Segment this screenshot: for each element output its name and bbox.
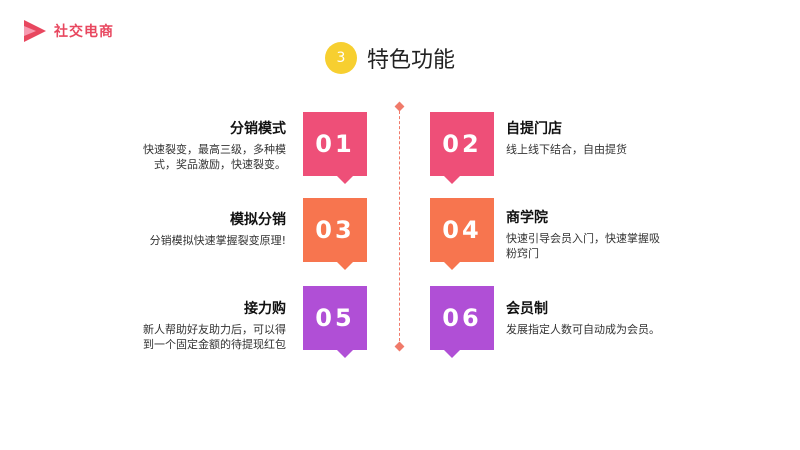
feature-number-box-01: 01 bbox=[303, 112, 367, 184]
feature-title: 商学院 bbox=[506, 210, 548, 226]
section-title: 特色功能 bbox=[367, 48, 456, 73]
feature-number-box-06: 06 bbox=[430, 286, 494, 358]
feature-item-06: 会员制 发展指定人数可自动成为会员。 bbox=[506, 298, 666, 337]
box-pointer bbox=[444, 176, 460, 184]
feature-number-box-02: 02 bbox=[430, 112, 494, 184]
feature-title: 接力购 bbox=[244, 301, 286, 317]
box-pointer bbox=[337, 350, 353, 358]
feature-number-box-04: 04 bbox=[430, 198, 494, 270]
box-pointer bbox=[337, 262, 353, 270]
box-pointer bbox=[444, 350, 460, 358]
feature-desc: 分销模拟快速掌握裂变原理! bbox=[149, 234, 286, 247]
feature-item-03: 模拟分销 分销模拟快速掌握裂变原理! bbox=[136, 209, 286, 248]
divider-top-dot bbox=[394, 101, 405, 112]
feature-number: 06 bbox=[442, 304, 482, 332]
feature-number: 01 bbox=[315, 130, 355, 158]
feature-title: 分销模式 bbox=[230, 121, 286, 137]
feature-number-box-03: 03 bbox=[303, 198, 367, 270]
brand-name: 社交电商 bbox=[54, 24, 114, 40]
feature-desc: 新人帮助好友助力后，可以得到一个固定金额的待提现红包 bbox=[143, 323, 286, 351]
feature-title: 自提门店 bbox=[506, 121, 562, 137]
feature-title: 模拟分销 bbox=[230, 212, 286, 228]
box-pointer bbox=[337, 176, 353, 184]
section-number-badge: 3 bbox=[325, 42, 357, 74]
feature-number-box-05: 05 bbox=[303, 286, 367, 358]
feature-number: 04 bbox=[442, 216, 482, 244]
feature-desc: 线上线下结合，自由提货 bbox=[506, 143, 627, 156]
divider-bottom-dot bbox=[394, 341, 405, 352]
feature-number: 05 bbox=[315, 304, 355, 332]
feature-title: 会员制 bbox=[506, 301, 548, 317]
feature-desc: 快速裂变，最高三级，多种模式，奖品激励，快速裂变。 bbox=[143, 143, 286, 171]
feature-number: 02 bbox=[442, 130, 482, 158]
brand-header: 社交电商 bbox=[22, 18, 114, 44]
feature-desc: 快速引导会员入门，快速掌握吸粉窍门 bbox=[506, 232, 660, 260]
feature-item-01: 分销模式 快速裂变，最高三级，多种模式，奖品激励，快速裂变。 bbox=[136, 118, 286, 172]
feature-item-04: 商学院 快速引导会员入门，快速掌握吸粉窍门 bbox=[506, 207, 666, 261]
section-header: 3 特色功能 bbox=[325, 42, 455, 74]
feature-number: 03 bbox=[315, 216, 355, 244]
feature-desc: 发展指定人数可自动成为会员。 bbox=[506, 323, 660, 336]
center-divider bbox=[399, 106, 400, 346]
box-pointer bbox=[444, 262, 460, 270]
feature-item-02: 自提门店 线上线下结合，自由提货 bbox=[506, 118, 666, 157]
feature-item-05: 接力购 新人帮助好友助力后，可以得到一个固定金额的待提现红包 bbox=[136, 298, 286, 352]
play-logo-icon bbox=[22, 18, 48, 44]
